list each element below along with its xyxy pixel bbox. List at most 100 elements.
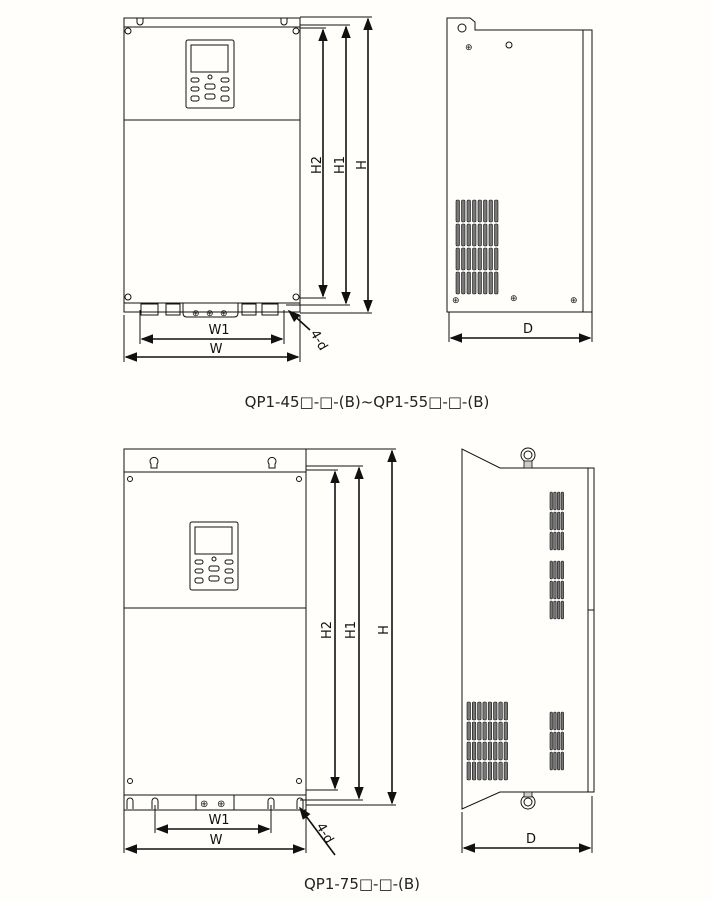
vent-slot xyxy=(477,741,482,761)
vent-slot xyxy=(461,199,466,223)
vent-slot xyxy=(471,701,477,721)
vent-slot xyxy=(560,600,564,620)
vent-slot xyxy=(503,721,508,741)
vent-slot xyxy=(494,199,499,223)
vent-slot xyxy=(472,223,477,247)
keypad xyxy=(185,39,235,109)
keypad xyxy=(189,521,239,591)
vent-slot xyxy=(498,761,503,781)
vent-slot xyxy=(471,721,477,741)
mounting-holes xyxy=(124,18,300,301)
vent-slot xyxy=(498,701,503,721)
vent-slot xyxy=(560,511,564,531)
vent-slot xyxy=(483,223,488,247)
vent-slot xyxy=(493,761,498,781)
svg-text:⊕: ⊕ xyxy=(206,309,214,319)
terminal-bracket: ⊕ ⊕ ⊕ xyxy=(124,302,300,319)
vent-slots xyxy=(466,491,564,781)
vent-slot xyxy=(482,741,487,761)
vent-slot xyxy=(487,721,493,741)
label-h2: H2 xyxy=(310,156,325,174)
vent-slot xyxy=(553,731,557,751)
vent-slot xyxy=(466,741,471,761)
vent-slot xyxy=(477,761,482,781)
vent-slot xyxy=(466,223,471,247)
vent-slot xyxy=(503,701,508,721)
vent-slot xyxy=(557,511,561,531)
vent-slot xyxy=(560,531,564,551)
vent-slot xyxy=(487,761,493,781)
svg-text:⊕: ⊕ xyxy=(200,799,208,810)
vent-slot xyxy=(455,271,460,295)
vent-slot xyxy=(482,701,487,721)
caption-bottom: QP1-75□-□-(B) xyxy=(304,875,420,893)
vent-slot xyxy=(557,731,561,751)
vent-slot xyxy=(494,271,499,295)
vent-slot xyxy=(455,247,460,271)
vent-slot xyxy=(471,741,477,761)
top-front-view: ⊕⊕⊕ H2 H1 H W1 W 4-d xyxy=(123,16,373,362)
vent-slot xyxy=(488,223,493,247)
vent-slot xyxy=(553,491,557,511)
vent-slot xyxy=(549,711,553,731)
svg-text:⊕: ⊕ xyxy=(465,43,473,53)
vent-slot xyxy=(455,223,460,247)
svg-text:⊕: ⊕ xyxy=(452,296,460,306)
vent-slot xyxy=(466,701,471,721)
vent-slot xyxy=(557,580,561,600)
label-d: D xyxy=(526,832,536,847)
vent-slot xyxy=(549,600,553,620)
label-w1: W1 xyxy=(208,323,229,338)
vent-slot xyxy=(557,751,561,771)
vent-slot xyxy=(477,721,482,741)
vent-slot xyxy=(455,199,460,223)
vent-slot xyxy=(498,721,503,741)
vent-slot xyxy=(472,247,477,271)
vent-slot xyxy=(549,751,553,771)
vent-slot xyxy=(553,531,557,551)
vent-slot xyxy=(549,580,553,600)
vent-slot xyxy=(498,741,503,761)
svg-text:⊕: ⊕ xyxy=(192,309,200,319)
vent-slot xyxy=(482,761,487,781)
vent-slot xyxy=(477,271,482,295)
vent-slot xyxy=(557,491,561,511)
vent-slot xyxy=(557,560,561,580)
vent-slot xyxy=(560,751,564,771)
vent-slot xyxy=(553,580,557,600)
label-h1: H1 xyxy=(344,621,359,639)
vent-slot xyxy=(560,491,564,511)
vent-slot xyxy=(549,491,553,511)
vent-slot xyxy=(466,247,471,271)
label-holes: 4-d xyxy=(307,328,331,354)
svg-text:⊕: ⊕ xyxy=(217,799,225,810)
vent-slot xyxy=(494,223,499,247)
label-holes: 4-d xyxy=(313,821,337,847)
label-h1: H1 xyxy=(333,156,348,174)
vent-slot xyxy=(466,761,471,781)
vent-slot xyxy=(472,271,477,295)
bottom-side-view: D xyxy=(461,447,595,853)
label-w: W xyxy=(210,833,223,848)
vent-slot xyxy=(549,511,553,531)
vent-slot xyxy=(483,247,488,271)
vent-slot xyxy=(493,701,498,721)
label-d: D xyxy=(523,322,533,337)
vent-slot xyxy=(483,271,488,295)
vent-slot xyxy=(477,223,482,247)
vent-slot xyxy=(560,731,564,751)
vent-slot xyxy=(553,751,557,771)
label-h: H xyxy=(377,625,392,635)
vent-slot xyxy=(488,199,493,223)
vent-slot xyxy=(557,531,561,551)
vent-slot xyxy=(482,721,487,741)
vent-slot xyxy=(549,531,553,551)
vent-slot xyxy=(553,711,557,731)
caption-top: QP1-45□-□-(B)~QP1-55□-□-(B) xyxy=(245,393,490,411)
vent-slot xyxy=(503,761,508,781)
svg-text:⊕: ⊕ xyxy=(220,309,228,319)
label-w1: W1 xyxy=(208,813,229,828)
vent-slot xyxy=(560,560,564,580)
